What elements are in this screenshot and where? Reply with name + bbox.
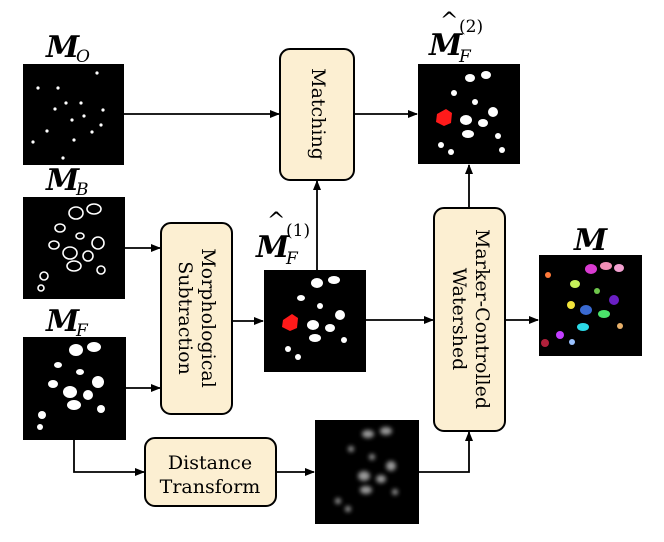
distance-transform-box: Distance Transform	[144, 437, 277, 507]
distance-label-line1: Distance	[168, 452, 252, 474]
svg-text:F: F	[75, 321, 89, 341]
svg-text:B: B	[75, 180, 89, 200]
marker-shape	[282, 314, 298, 331]
svg-text:F: F	[458, 47, 472, 67]
mf-image	[23, 337, 126, 440]
matching-box: Matching	[279, 48, 355, 181]
mo-image	[23, 64, 124, 165]
m-output-image	[539, 255, 642, 356]
label-mf: M F	[45, 304, 89, 341]
morph-label-line1: Morphological	[197, 248, 219, 388]
svg-text:^: ^	[267, 209, 285, 234]
mf2-image	[418, 64, 520, 164]
arrow-dtimage-to-watershed	[419, 431, 473, 473]
svg-text:F: F	[285, 249, 299, 269]
morph-label-line2: Subtraction	[174, 261, 196, 375]
distance-transform-image	[315, 420, 419, 524]
label-mf1: ^ M F (1)	[255, 209, 310, 269]
svg-text:M: M	[428, 28, 463, 63]
mb-image	[23, 197, 125, 299]
mf1-image	[264, 270, 366, 372]
label-mb: M B	[45, 163, 89, 200]
label-mo: M O	[45, 30, 90, 67]
svg-text:M: M	[45, 30, 80, 65]
marker-shape-2	[436, 109, 452, 126]
svg-text:(1): (1)	[286, 221, 310, 241]
morphological-subtraction-box: Morphological Subtraction	[160, 222, 233, 415]
svg-text:M: M	[45, 163, 80, 198]
label-mf2: ^ M F (2)	[428, 9, 483, 67]
svg-text:^: ^	[440, 9, 458, 34]
svg-text:M: M	[45, 304, 80, 339]
svg-text:O: O	[76, 47, 90, 67]
matching-label: Matching	[307, 68, 329, 160]
marker-controlled-watershed-box: Marker-Controlled Watershed	[433, 207, 506, 432]
watershed-label-line1: Marker-Controlled	[471, 229, 493, 409]
svg-text:M: M	[255, 230, 290, 265]
watershed-label-line2: Watershed	[448, 268, 470, 371]
label-m: M	[573, 223, 608, 258]
svg-text:(2): (2)	[459, 17, 483, 37]
arrows	[73, 110, 539, 476]
arrow-mf-to-distance	[73, 440, 145, 476]
svg-text:M: M	[573, 223, 608, 258]
distance-label-line2: Transform	[160, 476, 261, 498]
